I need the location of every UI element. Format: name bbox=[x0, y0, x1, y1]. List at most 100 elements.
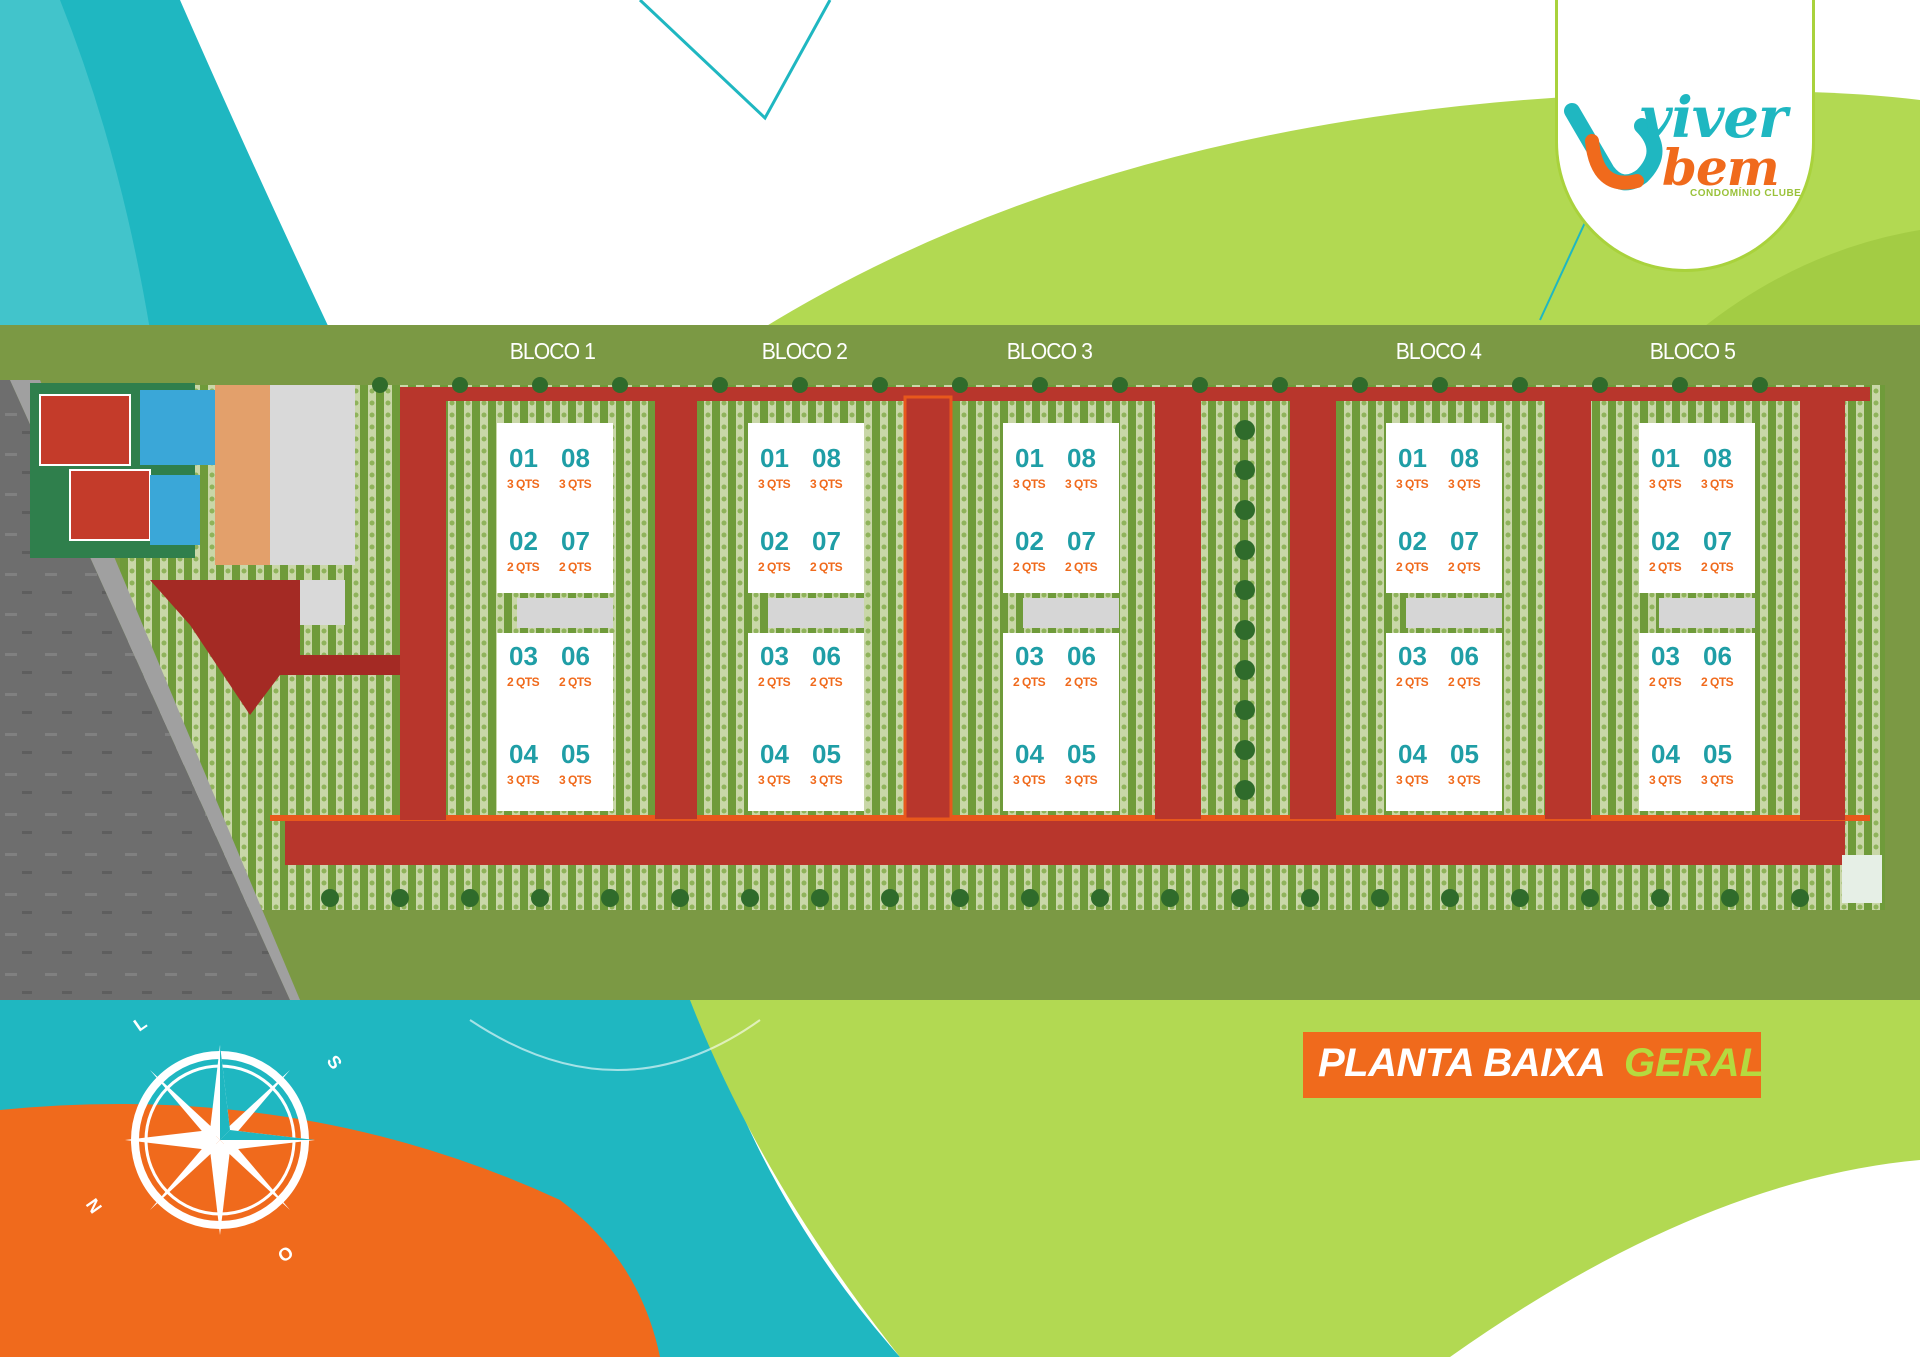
unit-number: 05 bbox=[1703, 739, 1732, 769]
unit-bedrooms: 2 QTS bbox=[810, 675, 843, 689]
block-upper-building bbox=[1003, 423, 1119, 593]
block-core bbox=[1023, 598, 1119, 628]
unit-number: 02 bbox=[1651, 526, 1680, 556]
unit-number: 08 bbox=[1450, 443, 1479, 473]
block-lower-building bbox=[1639, 633, 1755, 811]
unit-number: 08 bbox=[1703, 443, 1732, 473]
unit-bedrooms: 3 QTS bbox=[1701, 477, 1734, 491]
unit-bedrooms: 3 QTS bbox=[1013, 477, 1046, 491]
unit-number: 06 bbox=[1703, 641, 1732, 671]
unit-number: 07 bbox=[1703, 526, 1732, 556]
unit-number: 02 bbox=[760, 526, 789, 556]
unit-number: 06 bbox=[1450, 641, 1479, 671]
site-plan bbox=[0, 325, 1920, 1000]
block-label-5: BLOCO 5 bbox=[1649, 338, 1736, 364]
logo-card bbox=[1555, 0, 1815, 272]
unit-bedrooms: 2 QTS bbox=[1448, 560, 1481, 574]
unit-number: 02 bbox=[1015, 526, 1044, 556]
unit-number: 02 bbox=[509, 526, 538, 556]
unit-bedrooms: 2 QTS bbox=[758, 675, 791, 689]
unit-number: 04 bbox=[1015, 739, 1044, 769]
logo-line-1: viver bbox=[1640, 85, 1787, 151]
unit-bedrooms: 3 QTS bbox=[1396, 477, 1429, 491]
block-core bbox=[1659, 598, 1755, 628]
unit-bedrooms: 3 QTS bbox=[507, 477, 540, 491]
logo-heart-icon bbox=[1564, 103, 1663, 191]
block-label-3: BLOCO 3 bbox=[1006, 338, 1093, 364]
unit-bedrooms: 2 QTS bbox=[1701, 675, 1734, 689]
unit-bedrooms: 2 QTS bbox=[1396, 675, 1429, 689]
unit-number: 05 bbox=[1450, 739, 1479, 769]
block-label-2: BLOCO 2 bbox=[761, 338, 848, 364]
unit-bedrooms: 2 QTS bbox=[758, 560, 791, 574]
title-part-1: PLANTA BAIXA bbox=[1318, 1041, 1606, 1085]
unit-number: 03 bbox=[1651, 641, 1680, 671]
unit-bedrooms: 3 QTS bbox=[507, 773, 540, 787]
unit-number: 03 bbox=[1398, 641, 1427, 671]
unit-number: 08 bbox=[561, 443, 590, 473]
unit-number: 05 bbox=[1067, 739, 1096, 769]
unit-number: 06 bbox=[561, 641, 590, 671]
unit-bedrooms: 3 QTS bbox=[1448, 477, 1481, 491]
unit-number: 06 bbox=[812, 641, 841, 671]
unit-number: 05 bbox=[561, 739, 590, 769]
unit-bedrooms: 2 QTS bbox=[1448, 675, 1481, 689]
unit-number: 07 bbox=[1450, 526, 1479, 556]
unit-bedrooms: 2 QTS bbox=[810, 560, 843, 574]
unit-bedrooms: 2 QTS bbox=[507, 675, 540, 689]
unit-bedrooms: 2 QTS bbox=[507, 560, 540, 574]
unit-bedrooms: 3 QTS bbox=[1649, 773, 1682, 787]
unit-number: 07 bbox=[561, 526, 590, 556]
block-lower-building bbox=[497, 633, 613, 811]
unit-bedrooms: 3 QTS bbox=[758, 773, 791, 787]
unit-bedrooms: 3 QTS bbox=[1448, 773, 1481, 787]
unit-bedrooms: 3 QTS bbox=[1013, 773, 1046, 787]
unit-bedrooms: 2 QTS bbox=[1065, 675, 1098, 689]
block-label-4: BLOCO 4 bbox=[1395, 338, 1482, 364]
block-upper-building bbox=[1639, 423, 1755, 593]
unit-bedrooms: 3 QTS bbox=[1396, 773, 1429, 787]
unit-bedrooms: 2 QTS bbox=[1701, 560, 1734, 574]
unit-number: 03 bbox=[1015, 641, 1044, 671]
logo-subtitle: CONDOMÍNIO CLUBE bbox=[1690, 188, 1802, 199]
unit-number: 07 bbox=[1067, 526, 1096, 556]
unit-number: 04 bbox=[1398, 739, 1427, 769]
block-core bbox=[517, 598, 613, 628]
unit-bedrooms: 3 QTS bbox=[758, 477, 791, 491]
unit-bedrooms: 2 QTS bbox=[1013, 560, 1046, 574]
block-lower-building bbox=[748, 633, 864, 811]
unit-number: 02 bbox=[1398, 526, 1427, 556]
unit-number: 01 bbox=[760, 443, 789, 473]
unit-number: 01 bbox=[1398, 443, 1427, 473]
unit-bedrooms: 3 QTS bbox=[559, 477, 592, 491]
unit-number: 08 bbox=[1067, 443, 1096, 473]
unit-number: 03 bbox=[760, 641, 789, 671]
block-label-1: BLOCO 1 bbox=[509, 338, 596, 364]
unit-bedrooms: 2 QTS bbox=[1649, 560, 1682, 574]
unit-bedrooms: 3 QTS bbox=[559, 773, 592, 787]
unit-number: 05 bbox=[812, 739, 841, 769]
title-part-2: GERAL bbox=[1624, 1041, 1764, 1085]
logo-line-2: bem bbox=[1662, 138, 1780, 197]
block-core bbox=[1406, 598, 1502, 628]
compass-rose-icon bbox=[125, 1045, 315, 1235]
unit-number: 01 bbox=[1651, 443, 1680, 473]
unit-bedrooms: 3 QTS bbox=[1065, 477, 1098, 491]
unit-bedrooms: 3 QTS bbox=[810, 773, 843, 787]
unit-number: 03 bbox=[509, 641, 538, 671]
unit-bedrooms: 3 QTS bbox=[1701, 773, 1734, 787]
block-upper-building bbox=[1386, 423, 1502, 593]
unit-bedrooms: 2 QTS bbox=[1396, 560, 1429, 574]
unit-number: 01 bbox=[1015, 443, 1044, 473]
unit-bedrooms: 2 QTS bbox=[1013, 675, 1046, 689]
unit-bedrooms: 2 QTS bbox=[559, 560, 592, 574]
block-upper-building bbox=[497, 423, 613, 593]
title-banner bbox=[1303, 1032, 1761, 1098]
unit-bedrooms: 3 QTS bbox=[810, 477, 843, 491]
block-lower-building bbox=[1003, 633, 1119, 811]
block-core bbox=[768, 598, 864, 628]
unit-number: 06 bbox=[1067, 641, 1096, 671]
unit-bedrooms: 2 QTS bbox=[559, 675, 592, 689]
unit-bedrooms: 2 QTS bbox=[1649, 675, 1682, 689]
unit-number: 01 bbox=[509, 443, 538, 473]
